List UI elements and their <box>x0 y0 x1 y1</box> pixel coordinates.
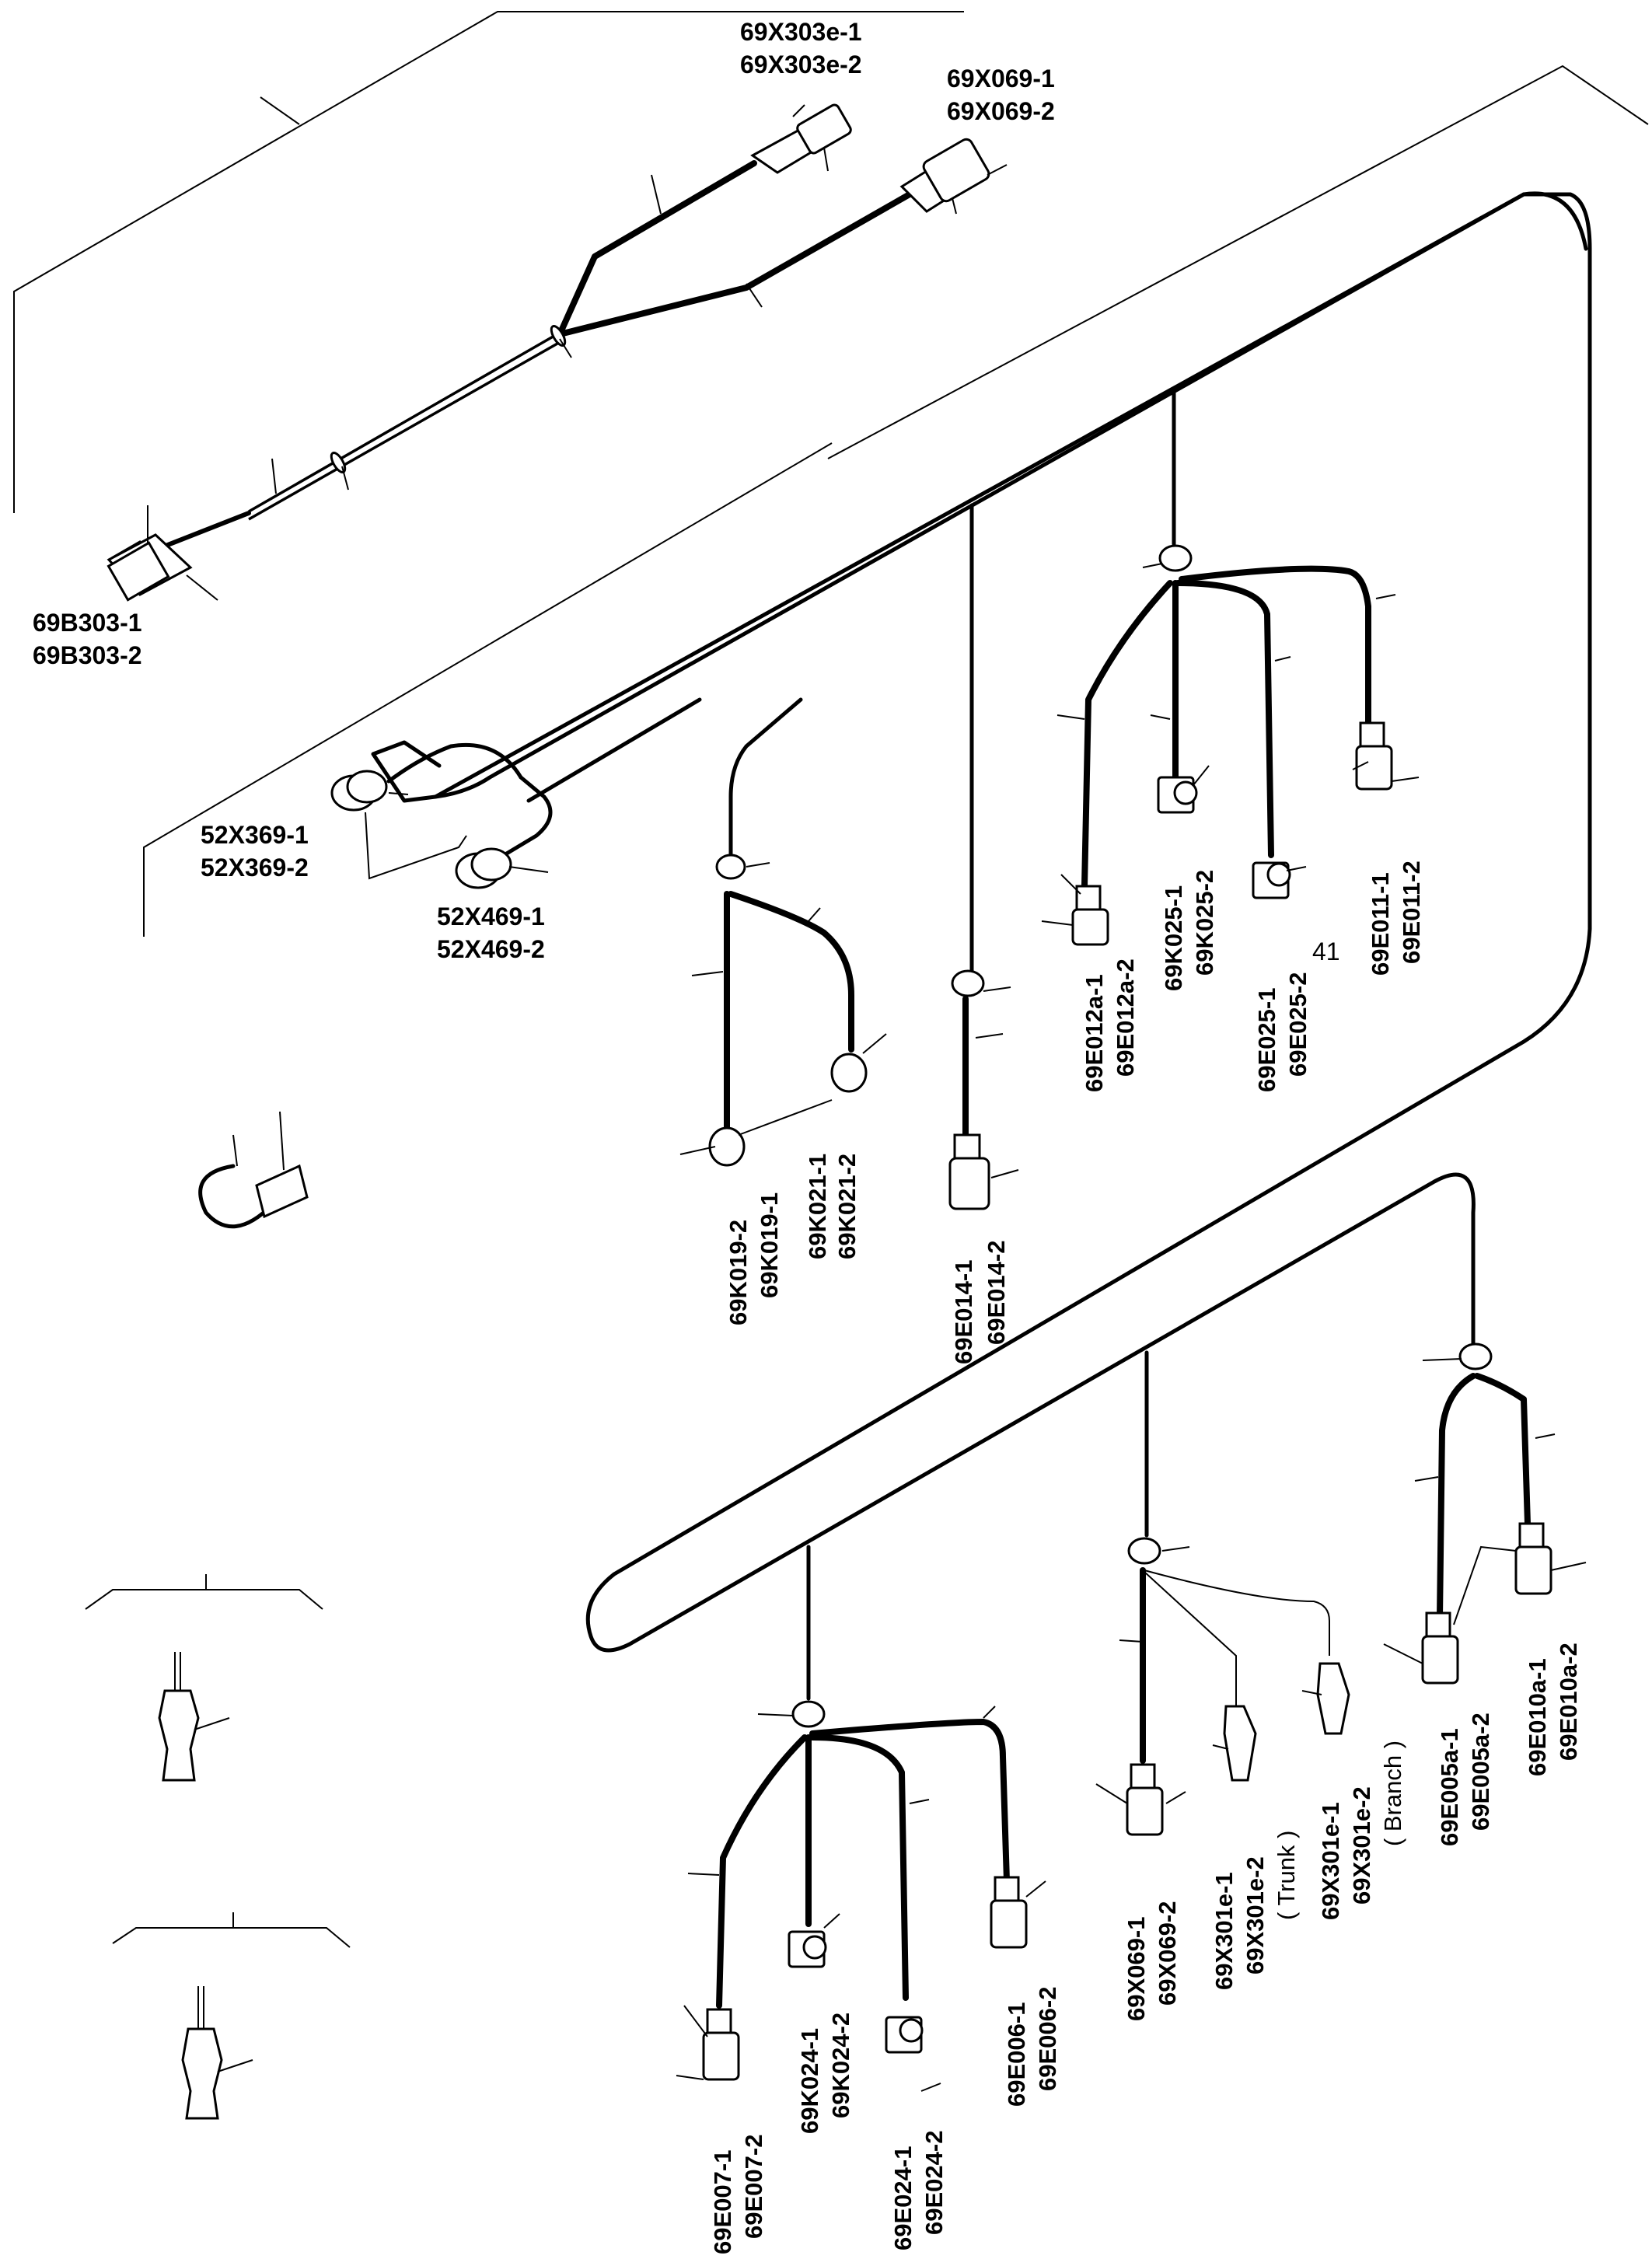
connector-69B303 <box>107 505 218 602</box>
label-69E025-2: 69E025-2 <box>1284 972 1311 1077</box>
branch-69E007-69K024-69E024-69E006 <box>676 1545 1046 2092</box>
label-69X069-2-top: 69X069-2 <box>947 97 1055 125</box>
label-69X301e-1-trunk: 69X301e-1 <box>1210 1872 1238 1990</box>
label-69K021-1: 69K021-1 <box>804 1154 831 1259</box>
label-69E014-2: 69E014-2 <box>983 1241 1010 1345</box>
label-69K025-2: 69K025-2 <box>1191 870 1218 976</box>
main-trunk-loop <box>585 192 1592 1653</box>
connector-69X069-top <box>899 138 1008 215</box>
vertical-labels: 69K019-2 69K019-1 69K021-1 69K021-2 69E0… <box>709 861 1582 2254</box>
label-69B303-1: 69B303-1 <box>33 609 142 637</box>
label-69X303e-1: 69X303e-1 <box>740 18 862 46</box>
label-69K025-1: 69K025-1 <box>1160 885 1187 991</box>
label-69E024-1: 69E024-1 <box>889 2146 917 2250</box>
label-69E012a-1: 69E012a-1 <box>1081 974 1108 1092</box>
label-69X069-1-bottom: 69X069-1 <box>1123 1917 1150 2021</box>
detail-plug-2 <box>112 1912 351 2120</box>
label-69X301e-2-branch: 69X301e-2 <box>1348 1786 1375 1905</box>
label-69K021-2: 69K021-2 <box>833 1154 861 1259</box>
label-41: 41 <box>1312 937 1340 965</box>
label-52X369-1: 52X369-1 <box>201 821 309 849</box>
branch-69X069-69X301e <box>1095 1350 1350 1836</box>
branch-69K019-69K021 <box>679 697 887 1167</box>
branch-69E005a-69E010a <box>1383 1342 1587 1685</box>
label-69E007-2: 69E007-2 <box>740 2135 767 2239</box>
label-69X069-1-top: 69X069-1 <box>947 65 1055 93</box>
label-branch: ( Branch ) <box>1379 1741 1406 1846</box>
label-69E005a-2: 69E005a-2 <box>1467 1713 1494 1831</box>
label-69K019-1: 69K019-1 <box>756 1192 783 1298</box>
top-harness-frame <box>13 11 964 513</box>
connector-69X303e <box>750 103 852 174</box>
label-69E007-1: 69E007-1 <box>709 2150 736 2254</box>
horizontal-labels: 69X303e-1 69X303e-2 69X069-1 69X069-2 69… <box>33 18 1340 965</box>
label-69X301e-2-trunk: 69X301e-2 <box>1242 1856 1269 1974</box>
label-69E011-2: 69E011-2 <box>1398 861 1425 964</box>
label-69E005a-1: 69E005a-1 <box>1436 1728 1463 1846</box>
branch-52X369-52X469 <box>330 742 553 889</box>
label-69E024-2: 69E024-2 <box>920 2131 948 2235</box>
label-69E006-1: 69E006-1 <box>1003 2002 1030 2107</box>
branch-69E012a-69K025-69E025-69E011 <box>1041 390 1420 946</box>
detail-plug-1 <box>85 1574 323 1782</box>
label-69K019-2: 69K019-2 <box>725 1220 752 1325</box>
label-52X369-2: 52X369-2 <box>201 854 309 882</box>
label-69X303e-2: 69X303e-2 <box>740 51 862 79</box>
label-69K024-2: 69K024-2 <box>827 2013 854 2118</box>
label-69E025-1: 69E025-1 <box>1253 988 1280 1092</box>
main-harness-frame <box>143 65 1649 937</box>
label-52X469-1: 52X469-1 <box>437 903 545 930</box>
main-trunk <box>371 191 1588 803</box>
label-69X301e-1-branch: 69X301e-1 <box>1317 1802 1344 1920</box>
label-69E010a-1: 69E010a-1 <box>1524 1658 1551 1776</box>
top-harness-wires <box>138 160 913 558</box>
cable-tie-detail <box>198 1111 309 1229</box>
label-52X469-2: 52X469-2 <box>437 935 545 963</box>
label-69E006-2: 69E006-2 <box>1034 1987 1061 2091</box>
label-69X069-2-bottom: 69X069-2 <box>1154 1901 1181 2006</box>
branch-69E014 <box>948 503 1019 1210</box>
label-69E011-1: 69E011-1 <box>1367 872 1394 976</box>
label-trunk: ( Trunk ) <box>1273 1831 1300 1920</box>
label-69E014-1: 69E014-1 <box>950 1260 977 1364</box>
label-69K024-1: 69K024-1 <box>796 2028 823 2134</box>
label-69B303-2: 69B303-2 <box>33 641 142 669</box>
label-69E010a-2: 69E010a-2 <box>1555 1643 1582 1761</box>
label-69E012a-2: 69E012a-2 <box>1112 958 1139 1077</box>
